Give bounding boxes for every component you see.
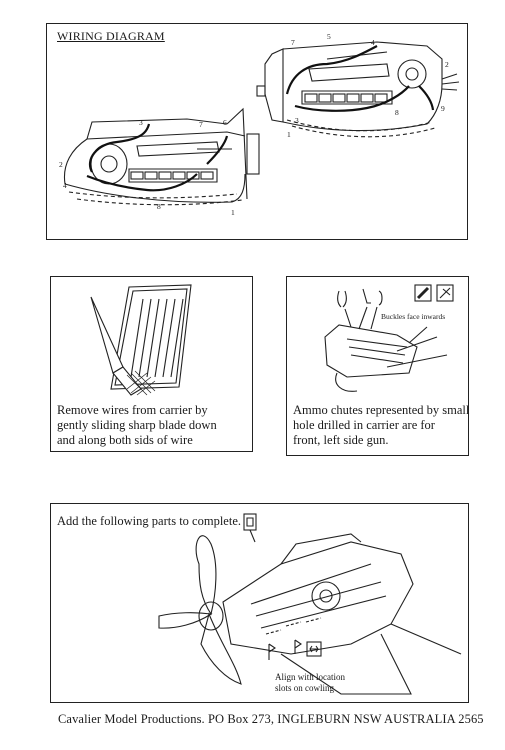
remove-wires-panel: Remove wires from carrier by gently slid… bbox=[50, 276, 253, 452]
aircraft-assembly-illustration bbox=[158, 513, 462, 695]
callout-right-3: 3 bbox=[295, 116, 299, 125]
callout-left-6: 6 bbox=[223, 118, 227, 127]
bend-icon-box bbox=[436, 284, 454, 302]
propeller-blade-lower bbox=[200, 612, 242, 685]
callout-right-1: 1 bbox=[287, 130, 291, 139]
callout-right-7: 7 bbox=[291, 38, 295, 47]
wiring-diagram-illustration bbox=[63, 41, 460, 206]
wiring-diagram-panel: WIRING DIAGRAM bbox=[46, 23, 468, 240]
align-cowling-note: Align with location slots on cowling bbox=[275, 672, 345, 693]
propeller-blade-upper bbox=[195, 535, 217, 616]
cut-icon-box bbox=[414, 284, 432, 302]
callout-right-9: 9 bbox=[441, 104, 445, 113]
propeller-blade-left bbox=[158, 612, 213, 629]
callout-left-3: 3 bbox=[139, 118, 143, 127]
add-parts-panel: Add the following parts to complete. bbox=[50, 503, 469, 703]
right-fuselage-drawing bbox=[256, 41, 460, 138]
callout-right-5: 5 bbox=[327, 32, 331, 41]
right-wire-bundle bbox=[285, 45, 435, 112]
callout-left-7: 7 bbox=[199, 120, 203, 129]
ammo-chute-illustration bbox=[324, 284, 454, 392]
carrier-blade-illustration bbox=[90, 284, 192, 396]
publisher-footer: Cavalier Model Productions. PO Box 273, … bbox=[58, 712, 484, 726]
left-wire-bundle bbox=[86, 123, 229, 192]
callout-left-1: 1 bbox=[231, 208, 235, 217]
add-parts-caption: Add the following parts to complete. bbox=[57, 514, 241, 528]
ammo-chutes-panel: Buckles face inwards Ammo chutes represe… bbox=[286, 276, 469, 456]
callout-left-4: 4 bbox=[63, 181, 67, 190]
part-icon-top bbox=[243, 513, 257, 531]
buckle-part-a bbox=[337, 290, 342, 308]
callout-right-4: 4 bbox=[371, 38, 375, 47]
align-icon-box bbox=[306, 641, 322, 657]
remove-wires-caption: Remove wires from carrier by gently slid… bbox=[57, 403, 217, 447]
left-fuselage-drawing bbox=[63, 107, 260, 206]
callout-right-8: 8 bbox=[395, 108, 399, 117]
callout-right-2: 2 bbox=[445, 60, 449, 69]
blade-handle-hatch bbox=[126, 370, 156, 396]
ammo-chutes-caption: Ammo chutes represented by small hole dr… bbox=[293, 403, 470, 447]
buckles-face-inwards-label: Buckles face inwards bbox=[381, 312, 446, 321]
callout-left-8: 8 bbox=[157, 202, 161, 211]
wiring-diagram-title: WIRING DIAGRAM bbox=[57, 29, 165, 43]
callout-left-2: 2 bbox=[59, 160, 63, 169]
